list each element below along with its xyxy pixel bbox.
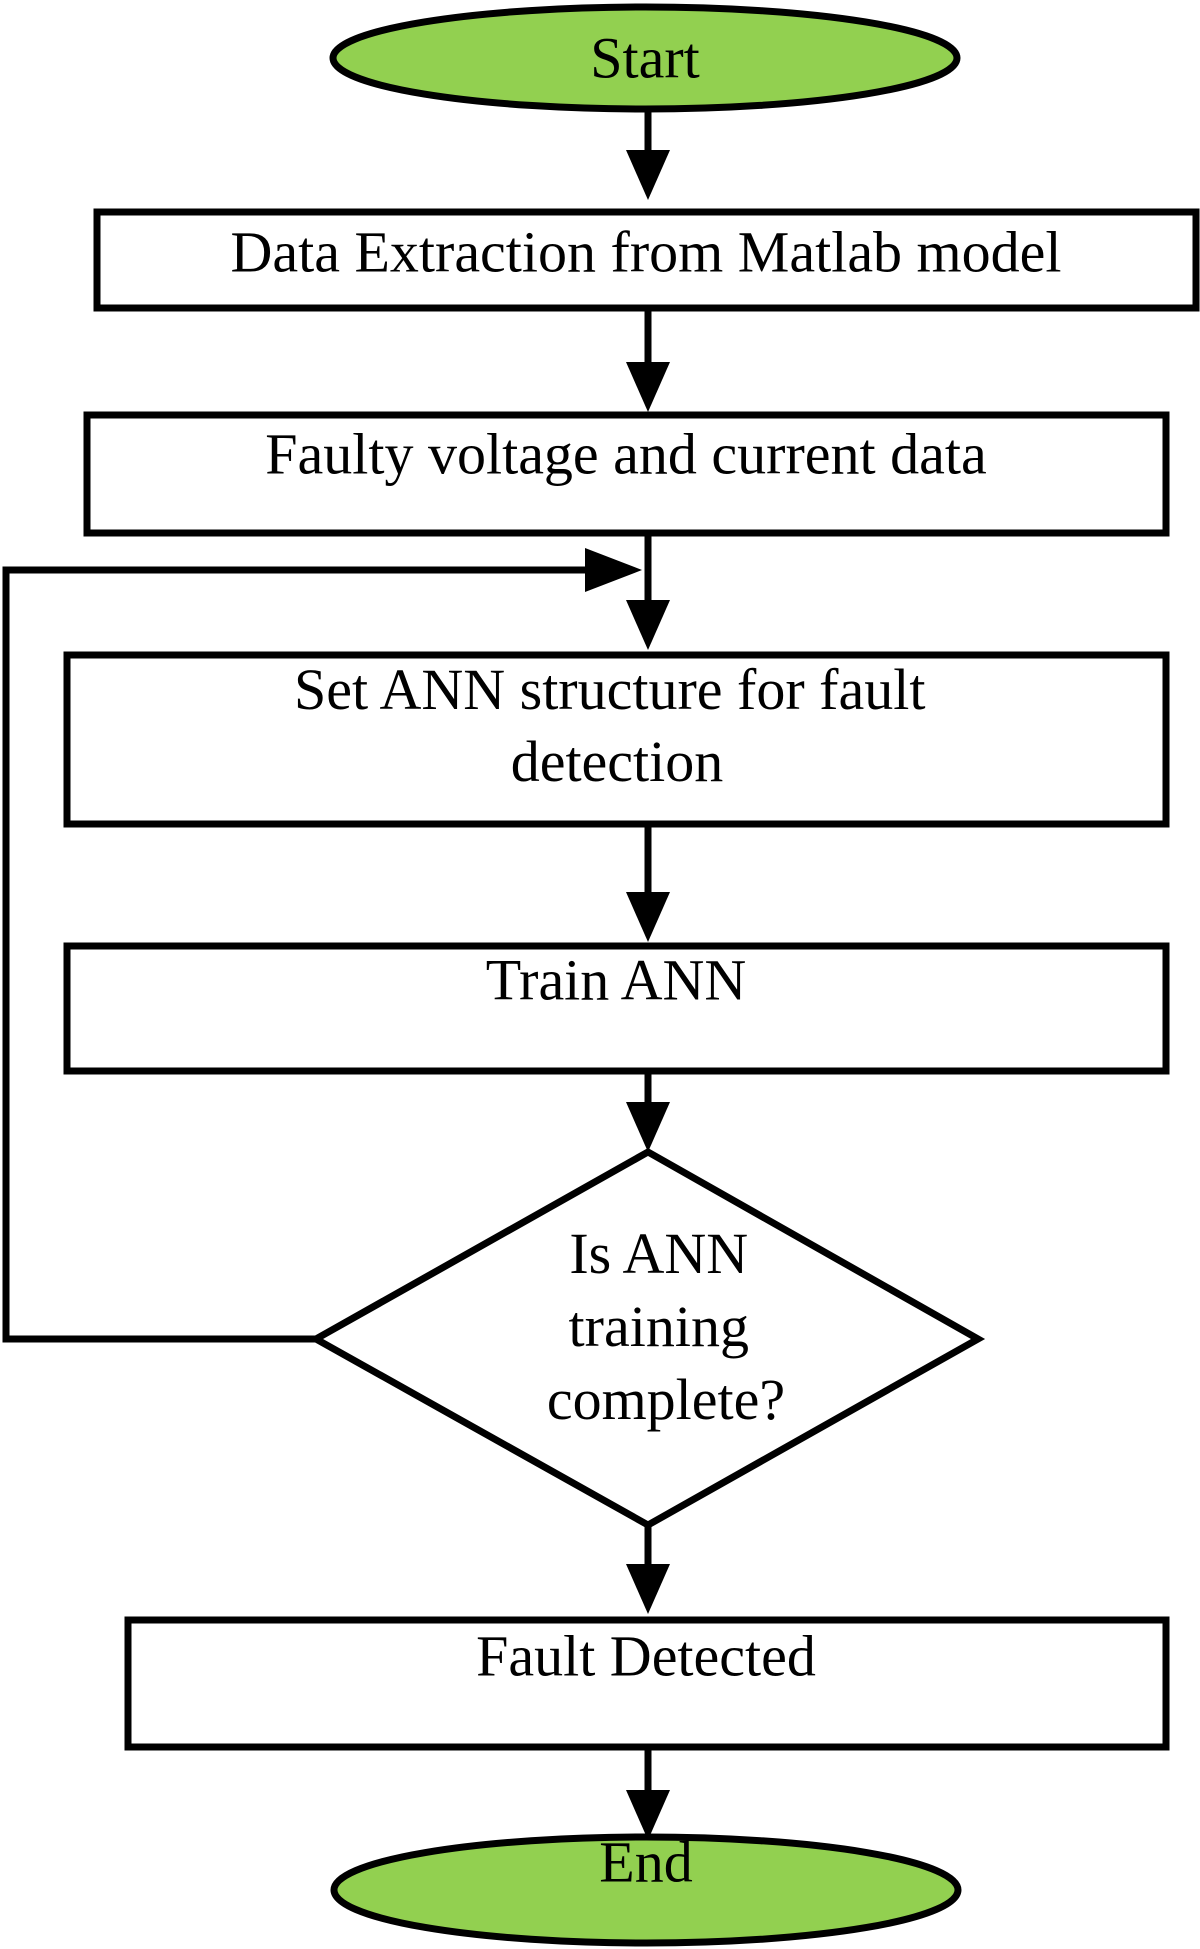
train-ann-node: Train ANN [63,942,1170,1075]
set-ann-box [63,651,1170,828]
arrow-decision-to-fault [626,1525,670,1614]
end-ellipse [330,1833,962,1947]
decision-label: Is ANN training complete? [547,1221,785,1432]
start-label: Start [590,25,700,90]
set-ann-node: Set ANN structure for fault detection [63,651,1170,828]
loop-back-arrow [2,548,642,1343]
set-ann-line-1: Set ANN structure for fault [294,657,925,722]
end-label: End [599,1829,692,1894]
start-node: Start [329,3,961,113]
decision-line-2: training [569,1294,749,1359]
arrow-train-to-decision [626,1071,670,1152]
arrow-start-to-extraction [626,109,670,200]
data-extraction-label: Data Extraction from Matlab model [230,219,1061,284]
data-extraction-node: Data Extraction from Matlab model [93,208,1200,312]
decision-node: Is ANN training complete? [308,1147,986,1530]
set-ann-label: Set ANN structure for fault detection [294,657,940,794]
fault-detected-box [124,1616,1170,1751]
fault-detected-node: Fault Detected [124,1616,1170,1751]
train-ann-box [63,942,1170,1075]
arrow-extraction-to-faulty [626,308,670,412]
faulty-data-box [83,411,1170,537]
decision-line-1: Is ANN [569,1221,748,1286]
decision-line-3: complete? [547,1367,785,1432]
fault-detected-label: Fault Detected [476,1623,816,1688]
end-node: End [330,1829,962,1947]
set-ann-line-2: detection [511,729,724,794]
train-ann-label: Train ANN [486,947,747,1012]
faulty-data-node: Faulty voltage and current data [83,411,1170,537]
faulty-data-label: Faulty voltage and current data [265,421,987,486]
arrow-set-to-train [626,824,670,942]
data-extraction-box [93,208,1200,312]
arrow-fault-to-end [626,1747,670,1840]
arrow-faulty-to-set-ann [626,533,670,650]
